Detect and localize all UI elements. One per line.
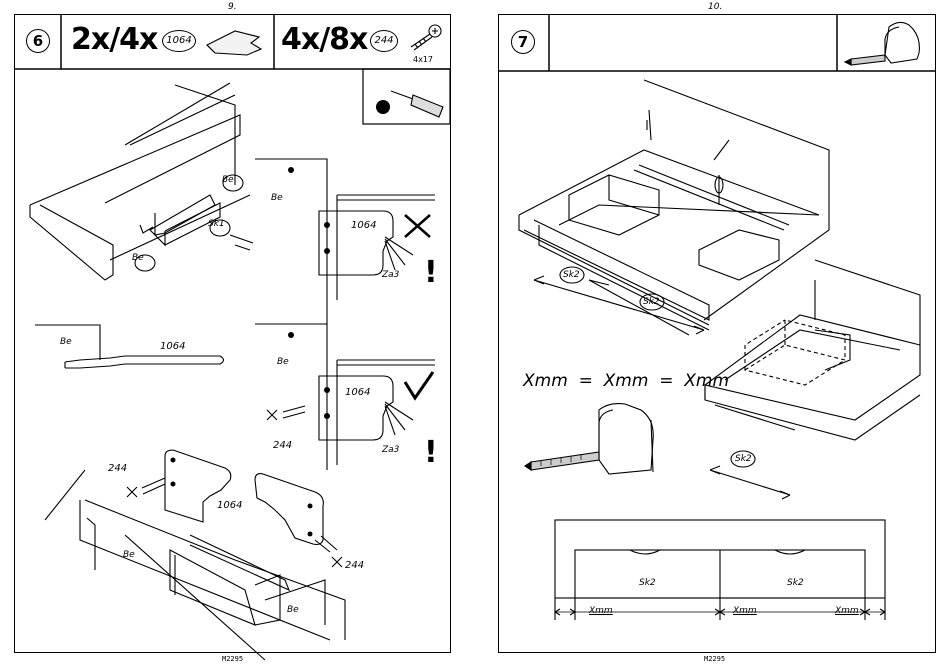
left-page: 6 2x/4x 1064 4x/8x 244 4x17	[14, 14, 451, 653]
screw-size-label: 4x17	[413, 55, 433, 64]
label-be-4: Be	[60, 337, 72, 347]
label-sk2-5: Sk2	[787, 578, 804, 588]
label-sk2-2: Sk2	[643, 297, 660, 307]
label-be-5: Be	[277, 357, 289, 367]
bed-frame-rail-drawing	[25, 85, 275, 275]
part-label-1064: 1064	[162, 30, 196, 52]
tape-measure-icon	[841, 19, 931, 69]
label-be-7: Be	[287, 605, 299, 615]
label-sk1: Sk1	[208, 219, 225, 229]
label-244-3: 244	[345, 560, 364, 571]
quantity-part-244: 4x/8x	[281, 22, 367, 57]
warning-icon-1: !	[424, 255, 438, 290]
label-za3-1: Za3	[382, 270, 399, 280]
label-sk2-1: Sk2	[563, 270, 580, 280]
step-number-7: 7	[511, 30, 535, 54]
connector-plate-icon	[205, 27, 275, 57]
large-tape-measure-icon	[521, 400, 671, 480]
bed-frame-drawer-guide-drawing	[695, 260, 935, 490]
label-sk2-3: Sk2	[735, 454, 752, 464]
label-be-3: Be	[271, 193, 283, 203]
label-xmm-3: Xmm	[835, 606, 859, 616]
wrong-position-detail	[255, 155, 435, 300]
label-be-6: Be	[123, 550, 135, 560]
right-page-number: 10.	[708, 2, 722, 12]
screw-icon	[405, 21, 445, 51]
label-244-2: 244	[108, 463, 127, 474]
right-page: 7 Sk2 Sk2 Xmm = Xmm = Xmm	[498, 14, 936, 653]
label-1064-1: 1064	[351, 220, 376, 231]
drawer-assembly-drawing	[25, 450, 445, 650]
label-1064-3: 1064	[345, 387, 370, 398]
part-label-244: 244	[370, 30, 398, 52]
left-page-number: 9.	[228, 2, 237, 12]
label-1064-2: 1064	[160, 341, 185, 352]
right-footer-code: M2295	[704, 655, 725, 663]
label-xmm-2: Xmm	[733, 606, 757, 616]
label-xmm-1: Xmm	[589, 606, 613, 616]
label-be-1: Be	[132, 253, 144, 263]
left-footer-code: M2295	[222, 655, 243, 663]
label-sk2-4: Sk2	[639, 578, 656, 588]
quantity-part-1064: 2x/4x	[71, 22, 157, 57]
label-1064-4: 1064	[217, 500, 242, 511]
step-number-6: 6	[26, 29, 50, 53]
label-be-2: Be	[222, 175, 234, 185]
screwdriver-icon	[367, 73, 447, 123]
